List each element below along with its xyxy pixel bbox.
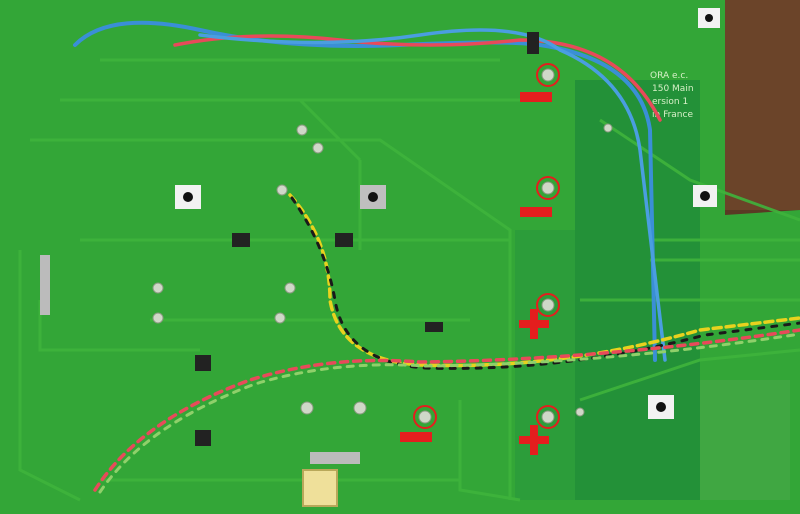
- polarity-markers: [400, 92, 552, 455]
- blue-wire-top-2: [198, 28, 667, 362]
- copper-zone-right: [575, 80, 700, 500]
- pcb-traces: [18, 58, 800, 502]
- trimmer-potentiometer: [302, 469, 338, 507]
- smd-components: [195, 233, 443, 446]
- silkscreen-line-1: ORA e.c.: [650, 71, 688, 81]
- solder-pads: [152, 68, 613, 424]
- negative-marker: [400, 432, 432, 442]
- header-pins: [40, 255, 360, 464]
- silkscreen-label: ORA e.c. 150 Main ersion 1 in France: [650, 71, 694, 120]
- red-wire-bottom: [93, 328, 800, 492]
- positive-marker: [519, 309, 549, 339]
- negative-marker: [520, 92, 552, 102]
- connector-block: [700, 380, 790, 500]
- silkscreen-line-3: ersion 1: [652, 97, 688, 107]
- silkscreen-line-2: 150 Main: [652, 84, 694, 94]
- cable-tie: [527, 32, 539, 54]
- highlight-circles: [413, 63, 560, 429]
- positive-marker: [519, 425, 549, 455]
- wire-harness: [73, 20, 800, 494]
- negative-marker: [520, 207, 552, 217]
- red-wire-top: [173, 34, 662, 122]
- mounting-holes: [175, 8, 720, 419]
- silkscreen-line-4: in France: [652, 110, 693, 120]
- green-wire-bottom: [98, 332, 800, 494]
- wood-grain: [720, 0, 800, 210]
